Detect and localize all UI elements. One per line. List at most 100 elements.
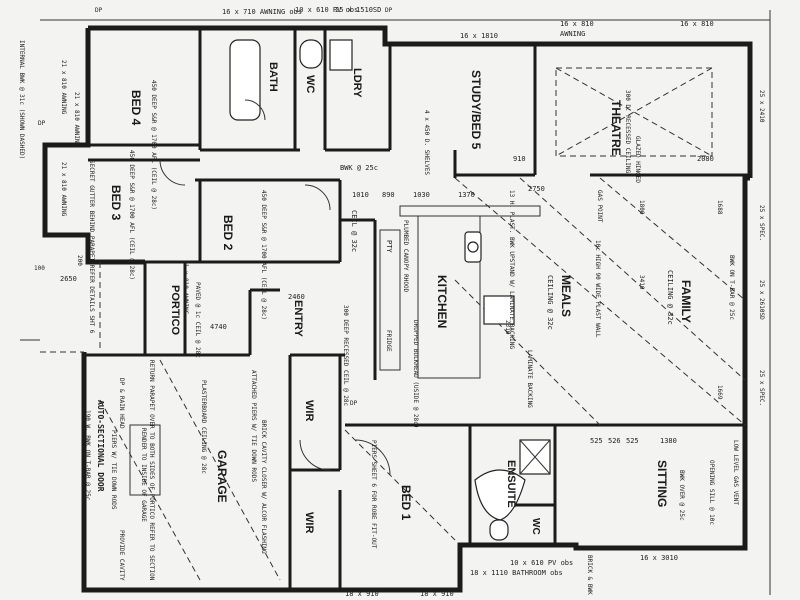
annotations: 16 x 710 AWNING obs 10 x 610 PV obs 25 x… — [18, 6, 765, 598]
door-swing-icon — [244, 99, 266, 121]
note-bed1: PIERS SHEET 6 FOR ROBE FIT-OUT — [370, 440, 377, 549]
note-awning-theatre-b: AWNING — [560, 30, 585, 38]
ensuite-toilet-icon — [489, 519, 509, 541]
room-label-meals: MEALS — [559, 275, 573, 317]
room-label-portico: PORTICO — [169, 285, 181, 336]
room-label-wc: WC — [304, 75, 316, 93]
dimensions: 2650 4740 2460 1010 890 1030 1370 2750 9… — [34, 7, 723, 445]
dim-525-a: 525 — [590, 437, 603, 445]
dim-2080: 2080 — [697, 155, 714, 163]
note-brick-cavity: BRICK CAVITY CLOSER W/ ALCOR FLASHING — [260, 420, 267, 554]
note-low-level-gas: LOW LEVEL GAS VENT — [732, 440, 739, 505]
room-label-kitchen: KITCHEN — [435, 275, 449, 328]
note-ceil-bed4: 450 DEEP S&R @ 1700 AFL (CEIL @ 28c) — [150, 80, 157, 210]
room-label-family: FAMILY — [679, 280, 693, 323]
dim-1669: 1669 — [716, 385, 723, 400]
room-label-wir-lower: WIR — [303, 512, 315, 533]
note-awning-left-c: 21 x 810 AWNING — [60, 162, 67, 217]
note-plumbed-canopy: PLUMBED CANOPY RHOOD — [402, 220, 409, 293]
room-label-bed4: BED 4 — [129, 90, 143, 126]
note-bwk-over: BWK OVER @ 25c — [678, 470, 685, 521]
room-label-bed2: BED 2 — [221, 215, 235, 251]
detail-lines — [20, 10, 771, 595]
room-label-bath: BATH — [267, 62, 279, 92]
dp-d: DP — [350, 400, 358, 407]
dim-526: 526 — [608, 437, 621, 445]
note-plast-bwk: 13 H. PLAST. BWK UPSTAND W/ LAMINATE BAC… — [508, 190, 515, 349]
bathtub-icon — [229, 39, 261, 121]
note-pv-bottom: 10 x 610 PV obs — [510, 559, 573, 567]
note-dp-rain: DP & RAIN HEAD — [118, 378, 125, 429]
dim-525-b: 525 — [626, 437, 639, 445]
dp-b: DP — [385, 7, 393, 14]
note-sd-2610: 25 x 2610SD — [758, 280, 765, 320]
note-opening-sill: OPENING SILL @ 10c — [708, 460, 715, 525]
note-bwk-25: BWK @ 25c — [340, 164, 378, 172]
dim-2460: 2460 — [288, 293, 305, 301]
room-label-sitting: SITTING — [655, 460, 669, 507]
note-recessed-300: 300 DEEP RECESSED CEIL @ 28c — [342, 305, 349, 407]
ensuite-bath-icon — [474, 469, 526, 521]
dim-890: 890 — [382, 191, 395, 199]
note-bwk-tbar: BWK ON T-BAR @ 25c — [728, 255, 735, 320]
note-internal-bwk: INTERNAL BWK @ 31c (SHOWN DASHED) — [18, 40, 25, 159]
note-ceil-bed2: 450 DEEP S&R @ 1700 AFL (CEIL @ 28c) — [260, 190, 267, 320]
note-shelves: 4 x 450 D. SHELVES — [423, 110, 430, 175]
note-bathroom-obs: 18 x 1110 BATHROOM obs — [470, 569, 563, 577]
room-label-theatre: THEATRE — [609, 100, 623, 156]
note-sd-top: 25 x 1510SD — [335, 6, 381, 14]
note-ceil-bed3: 450 DEEP S&R @ 1700 AFL (CEIL @ 28c) — [128, 150, 135, 280]
dim-100: 100 — [34, 265, 45, 272]
note-ceiling-meals: CEILING @ 32c — [546, 275, 554, 330]
note-plast-wall: 10c HIGH 90 WIDE PLAST WALL — [594, 240, 601, 338]
door-swing-icon — [304, 184, 331, 211]
dim-1010: 1010 — [352, 191, 369, 199]
room-label-entry: ENTRY — [292, 300, 304, 338]
note-attached-piers: ATTACHED PIERS W/ TIE DOWN RODS — [250, 370, 257, 482]
note-spec-a: 25 x SPEC. — [758, 205, 765, 241]
note-awning-left-b: 21 x 810 AWNING — [73, 92, 80, 147]
dim-1800: 1800 — [638, 200, 645, 215]
note-laminate: LAMINATE BACKING — [526, 350, 533, 408]
note-awning-top: 16 x 710 AWNING obs — [222, 8, 302, 16]
note-pantry: PTY — [385, 240, 393, 253]
note-plasterboard: PLASTERBOARD CEILING @ 28c — [200, 380, 207, 474]
note-secret-gutter: SECRET GUTTER BEHIND PARAPET REFER DETAI… — [88, 160, 95, 334]
dim-1380: 1380 — [660, 437, 677, 445]
dim-3410: 3410 — [638, 275, 645, 290]
note-render-garage: RENDER TO INSIDE OF GARAGE — [140, 428, 147, 522]
room-label-bed3: BED 3 — [109, 185, 123, 221]
note-awning-portico: 21 x 810 AWNING — [182, 260, 189, 315]
note-piers-tie: PIERS W/ TIE DOWN RODS — [110, 430, 117, 510]
note-awning-theatre-a: 16 x 810 — [560, 20, 594, 28]
note-ceil-32c: CEIL @ 32c — [350, 210, 358, 252]
note-glazed-hinged: GLAZED HINGED — [634, 136, 641, 183]
fixtures — [159, 39, 551, 541]
note-awning-bottom: 16 x 3010 — [640, 554, 678, 562]
cooktop-icon — [483, 295, 515, 325]
note-theatre-ceiling: 300 D. RECESSED CEILING — [624, 90, 631, 173]
dim-200: 200 — [76, 255, 83, 266]
room-label-wir-upper: WIR — [303, 400, 315, 421]
washer-icon — [329, 39, 353, 71]
sink-drain-icon — [467, 241, 479, 253]
room-labels: BED 4 BATH WC LDRY STUDY/BED 5 THEATRE B… — [109, 62, 693, 535]
dp-c: DP — [38, 120, 46, 127]
note-provide-cavity: PROVIDE CAVITY — [118, 530, 125, 581]
render-garage-box — [129, 424, 161, 496]
toilet-icon — [299, 39, 323, 69]
dim-910: 910 — [513, 155, 526, 163]
dim-1030: 1030 — [413, 191, 430, 199]
note-bwk-190: 190 W. BWK ON T-BAR @ 25c — [84, 410, 91, 501]
note-bottom-a: 18 x 910 — [345, 590, 379, 598]
dp-a: DP — [95, 7, 103, 14]
dim-1688: 1688 — [716, 200, 723, 215]
note-ceil-portico: PAVED @ 1c CEIL @ 28c — [194, 282, 201, 358]
door-swing-icon — [159, 159, 186, 186]
note-sd-2410: 25 x 2410 — [758, 90, 765, 123]
note-awning-theatre-c: 16 x 810 — [680, 20, 714, 28]
room-label-wc2: WC — [530, 518, 541, 535]
note-return-parapet: RETURN PARAPET OVER TO BOTH SIDES OF POR… — [148, 360, 155, 581]
room-label-ensuite: ENSUITE — [505, 460, 517, 508]
